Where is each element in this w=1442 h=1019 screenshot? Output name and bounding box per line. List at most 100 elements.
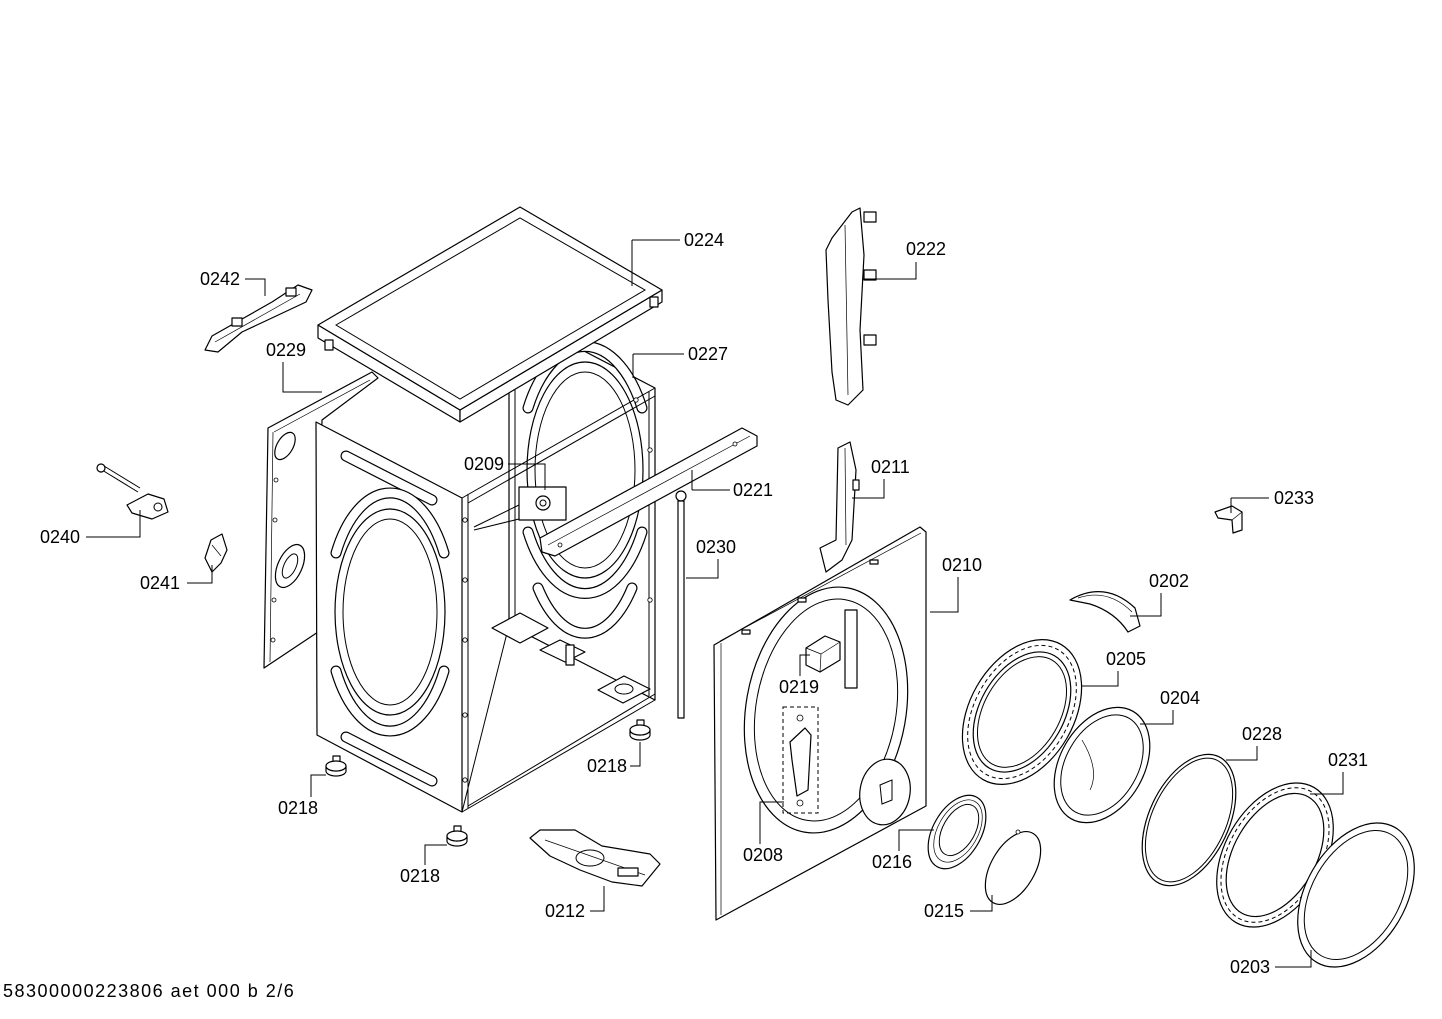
ring-part-0228 <box>1141 753 1237 887</box>
callout-0211: 0211 <box>871 457 910 477</box>
leader-line-0212 <box>590 886 605 912</box>
leader-line-0221 <box>691 470 730 491</box>
side-panel-hole <box>273 477 279 483</box>
base-bracket-hole <box>575 849 605 867</box>
callout-0215: 0215 <box>924 901 964 921</box>
callout-0240: 0240 <box>40 527 80 547</box>
rear-wall-drum-opening-inner <box>534 371 636 569</box>
front-panel-door-opening-inner <box>753 598 899 822</box>
crossbar-part-0221 <box>539 427 758 557</box>
bracket-outline <box>819 441 857 573</box>
door-lock-part-0219 <box>805 635 841 673</box>
hinge-dashed-frame <box>782 706 819 814</box>
floor-hole <box>614 683 634 695</box>
top-cover-surface <box>317 206 663 411</box>
callout-0204: 0204 <box>1160 688 1200 708</box>
side-panel-part-0229 <box>263 371 379 669</box>
callout-0209: 0209 <box>464 454 504 474</box>
base-bracket-part-0212 <box>529 829 661 887</box>
leader-lines <box>86 239 1344 968</box>
ring-inner-edge <box>976 656 1068 768</box>
base-bracket-tab <box>617 867 639 877</box>
glass-bulge <box>1081 739 1094 791</box>
front-panel-edge <box>719 532 922 642</box>
side-panel-edge <box>269 431 274 663</box>
drawing-code-footer: 58300000223806 aet 000 b 2/6 <box>3 981 295 1001</box>
callout-0222: 0222 <box>906 239 946 259</box>
arc-part-0202 <box>1069 591 1141 633</box>
detail-pointer-line <box>473 504 520 528</box>
callout-0229: 0229 <box>266 340 306 360</box>
rod-part-0230 <box>675 490 687 719</box>
cover-part-0215 <box>984 829 1042 905</box>
side-panel-hole <box>271 597 277 603</box>
cabinet-floor-details <box>461 612 651 813</box>
callout-0242: 0242 <box>200 269 240 289</box>
callout-0224: 0224 <box>684 230 724 250</box>
floor-bracket <box>597 675 651 704</box>
clip-edge <box>211 544 222 557</box>
bracket-edge <box>844 447 847 546</box>
base-bracket-outline <box>529 829 661 887</box>
detail-pointer-line <box>473 518 520 531</box>
door-lock-body <box>805 635 841 673</box>
leader-line-0202 <box>1130 593 1162 617</box>
crossbar-hole <box>732 441 738 447</box>
callout-0212: 0212 <box>545 901 585 921</box>
hinge-screw-hole <box>796 714 804 722</box>
leveling-foot-right <box>629 719 651 741</box>
cabinet-top-rail-inner <box>467 395 656 504</box>
vertical-bracket-part-0222 <box>825 207 877 406</box>
leader-line-0219 <box>799 654 810 676</box>
callout-labels: 0224 0242 0229 0227 0222 0209 0221 0211 … <box>40 230 1368 977</box>
ring-outer <box>927 794 987 870</box>
bracket-tab <box>231 317 243 327</box>
front-panel-slot <box>797 597 807 603</box>
cabinet-flange-hole <box>462 517 468 523</box>
ring-inner <box>938 803 980 857</box>
leader-line-0229 <box>282 362 322 393</box>
callout-0208: 0208 <box>743 845 783 865</box>
valve-part-0240 <box>96 463 169 520</box>
ring-inner <box>972 651 1072 773</box>
small-part-0233 <box>1214 505 1243 534</box>
front-panel-part-0210 <box>713 526 927 921</box>
bracket-part-0242 <box>204 284 313 353</box>
side-panel-hole <box>270 637 276 643</box>
front-panel-lower-opening <box>859 758 911 826</box>
front-panel-inner-bracket <box>844 609 858 689</box>
screw-shaft <box>101 469 139 493</box>
cover-tab <box>1015 829 1021 835</box>
leader-line-0205 <box>1082 671 1119 687</box>
callout-0216: 0216 <box>872 852 912 872</box>
cabinet-rib-inner <box>341 732 437 786</box>
callout-0218-right: 0218 <box>587 756 627 776</box>
cabinet-flange-hole <box>462 777 468 783</box>
leader-line-0230 <box>686 559 719 579</box>
cabinet-rib-inner <box>331 488 449 558</box>
leveling-foot-bottom <box>446 825 468 847</box>
leader-line-0204 <box>1140 710 1174 725</box>
vertical-bracket-tab <box>863 334 877 346</box>
ring-middle <box>933 799 983 863</box>
screw-shaft <box>103 465 141 489</box>
door-lock-edge <box>819 653 822 673</box>
vertical-bracket-outline <box>825 207 865 406</box>
side-panel-edge <box>273 379 371 433</box>
leader-line-0224 <box>631 239 680 286</box>
bracket-tab <box>852 479 860 491</box>
ring-ribs <box>967 644 1077 780</box>
front-panel-slot <box>741 629 751 635</box>
floor-tab <box>565 644 575 666</box>
cover-outline <box>984 831 1042 905</box>
callout-0221: 0221 <box>733 480 773 500</box>
front-panel-slot <box>869 559 879 565</box>
cabinet-part-0227 <box>315 387 656 813</box>
cabinet-bottom-rail-inner <box>467 693 656 807</box>
rod-shaft <box>677 500 685 719</box>
valve-port <box>153 502 163 512</box>
top-cover-inner-border <box>335 217 646 400</box>
valve-body <box>126 493 169 520</box>
cabinet-flange-hole <box>462 577 468 583</box>
callout-0218-left: 0218 <box>278 798 318 818</box>
